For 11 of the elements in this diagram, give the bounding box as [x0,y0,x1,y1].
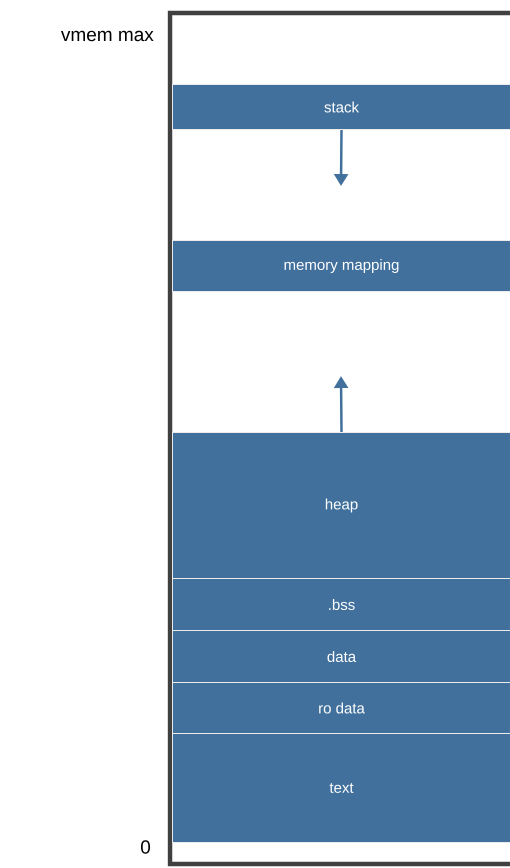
memory-frame [168,10,510,866]
axis-label: vmem max [60,30,154,42]
node-label: .bss [329,599,355,610]
axis-label: 0 [140,840,150,854]
memory-segment: .bss [172,578,510,631]
memory-segment: data [172,630,510,683]
memory-segment: stack [172,84,510,130]
memory-segment: ro data [172,682,510,734]
node-label: ro data [319,702,365,714]
memory-segment: memory mapping [172,240,510,292]
node-label: data [328,651,356,662]
